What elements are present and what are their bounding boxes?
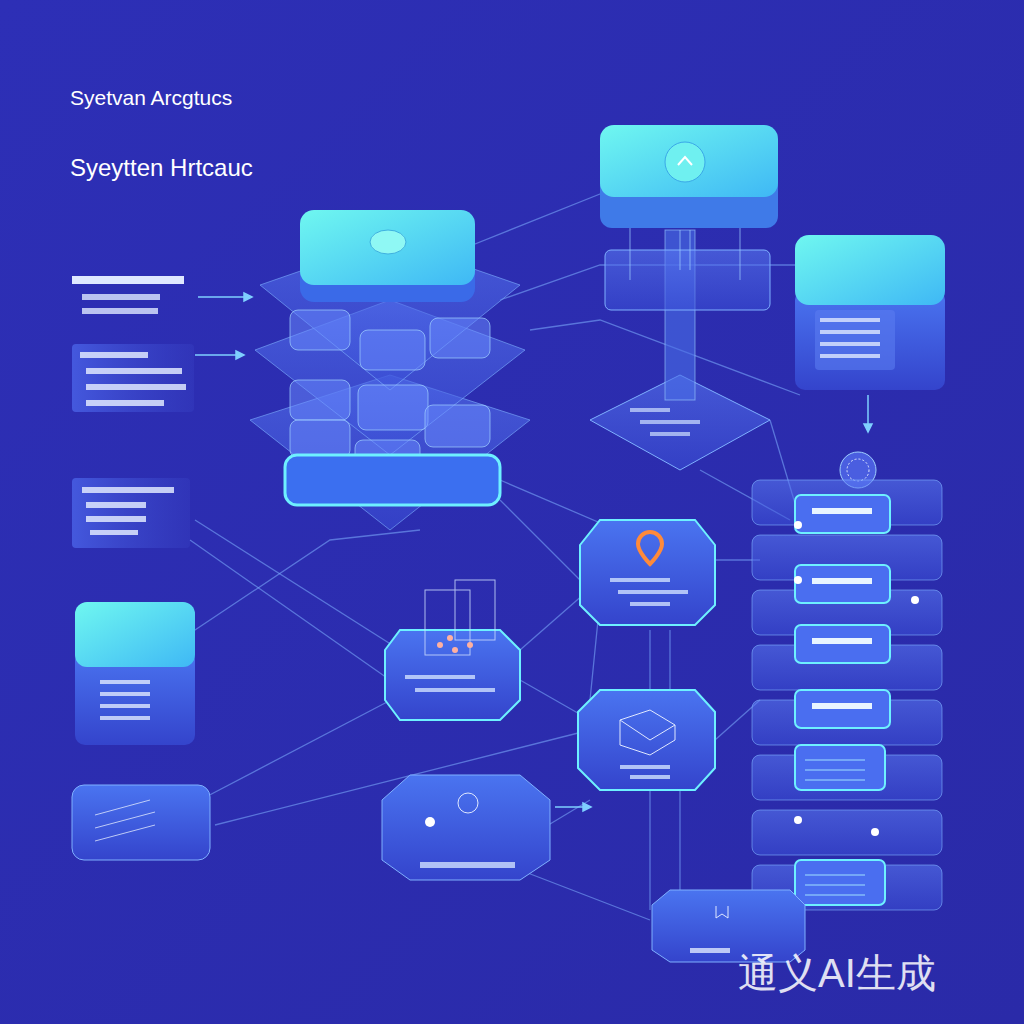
hex-nodes — [382, 520, 715, 880]
server-stack — [752, 480, 942, 910]
wires — [180, 190, 800, 920]
watermark: 通义AI生成 — [738, 946, 936, 1001]
left-devices — [72, 602, 210, 860]
diagram-title: Syetvan Arcgtucs — [70, 86, 232, 110]
central-stack — [250, 210, 530, 530]
chip-block — [385, 580, 520, 720]
storage-cube — [795, 235, 945, 488]
subtitle: Syeytten Hrtcauc — [70, 154, 253, 182]
info-panels — [68, 268, 196, 548]
pillar-device — [590, 125, 778, 470]
